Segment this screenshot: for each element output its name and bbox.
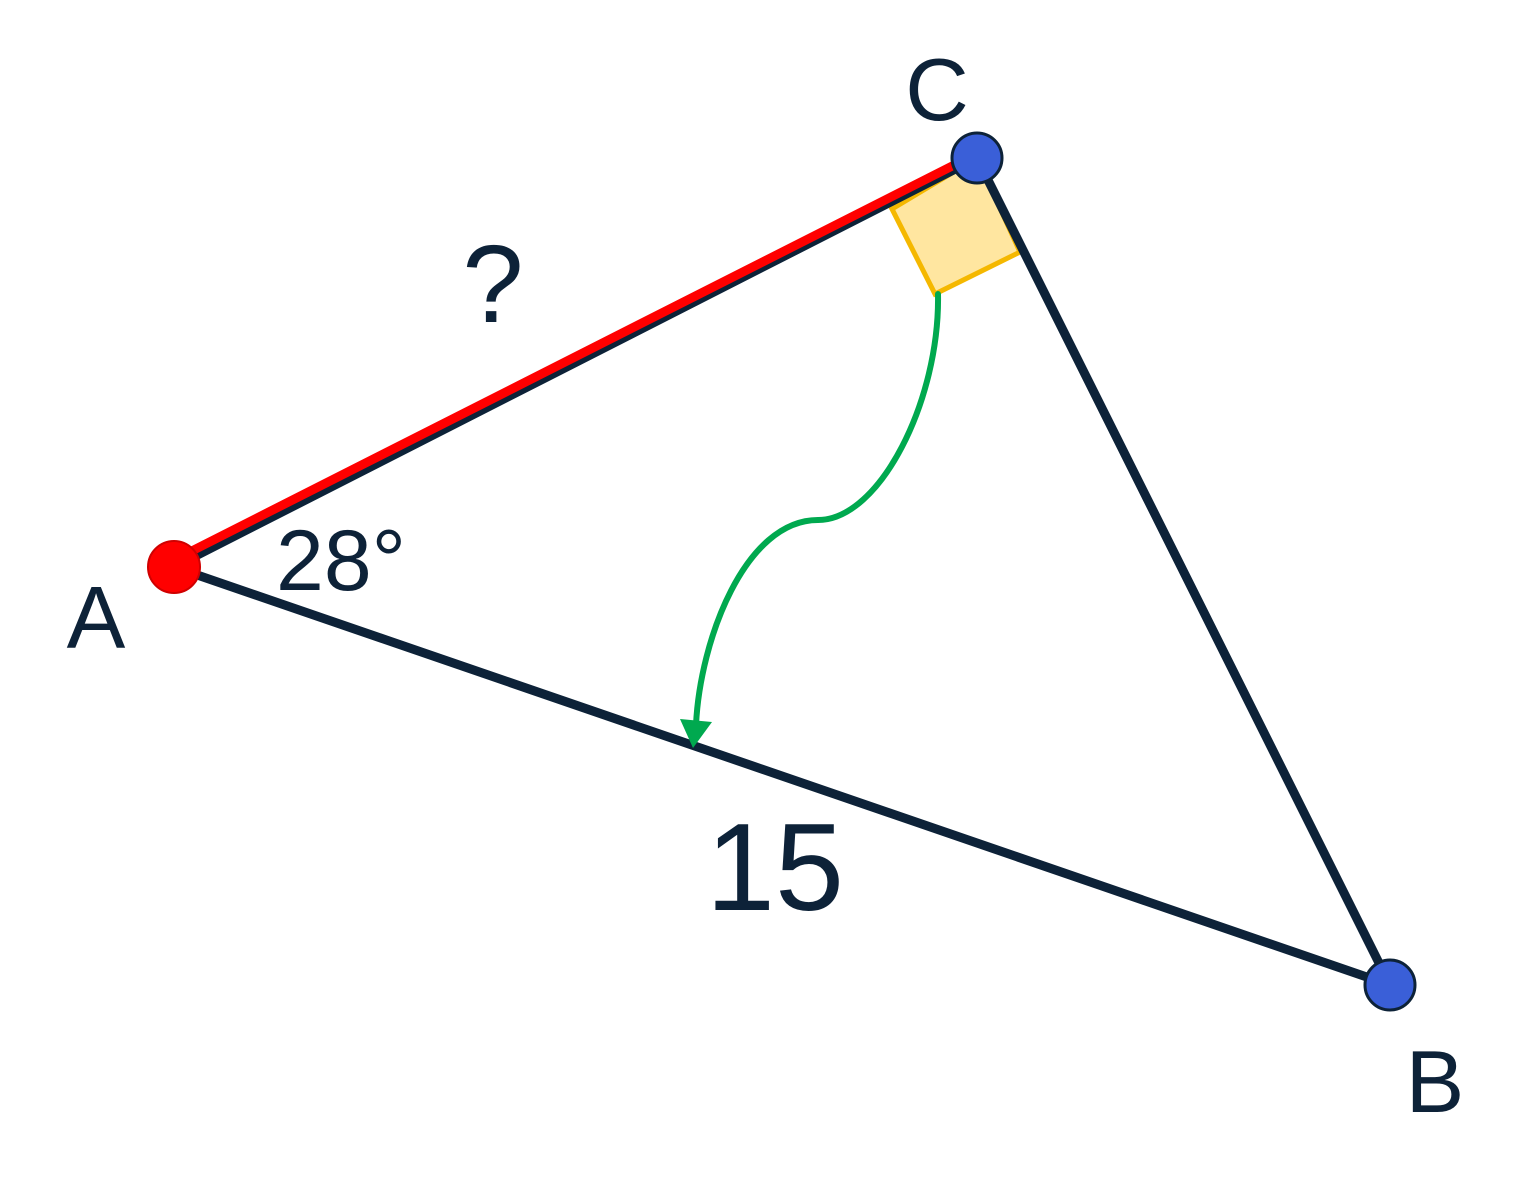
vertex-c-dot xyxy=(950,131,1004,185)
side-ab xyxy=(169,562,1395,990)
side-cb xyxy=(972,153,1395,990)
angle-a-label: 28° xyxy=(276,513,406,609)
vertex-c-label: C xyxy=(905,40,969,139)
hypotenuse-length-label: 15 xyxy=(706,799,844,937)
unknown-side-label: ? xyxy=(462,223,523,346)
side-ac-highlight xyxy=(169,152,975,565)
green-arrow-curve xyxy=(693,291,942,728)
vertex-b-label: B xyxy=(1406,1032,1465,1131)
vertex-a-dot xyxy=(147,540,201,594)
vertex-a-label: A xyxy=(67,568,126,667)
green-arrow-head xyxy=(680,719,712,748)
right-angle-marker xyxy=(888,154,1024,298)
vertex-b-dot xyxy=(1363,958,1417,1012)
